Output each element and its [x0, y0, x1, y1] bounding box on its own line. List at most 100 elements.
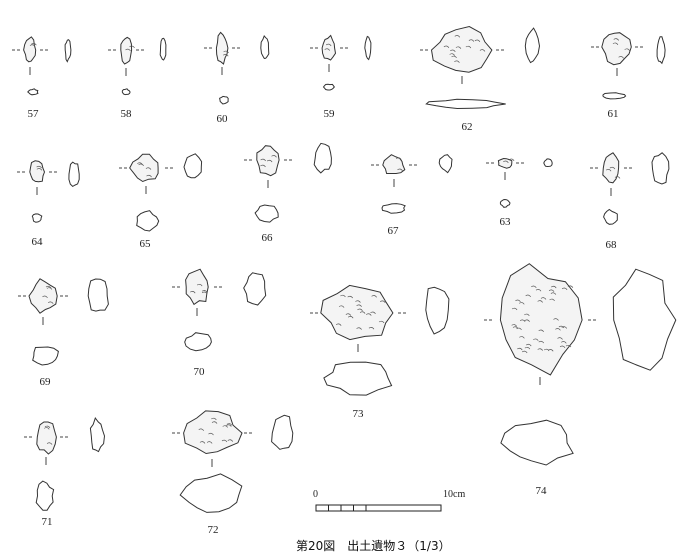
artifact-section-view: [219, 95, 229, 105]
artifact-side-view: [656, 36, 666, 65]
artifact-section-view: [184, 332, 212, 352]
flake-scar-line: [359, 311, 366, 314]
artifact-front-view: [129, 153, 159, 183]
flake-scar-line: [551, 285, 557, 289]
flake-scar-line: [555, 328, 561, 331]
flake-scar-line: [206, 441, 213, 444]
artifact-number: 71: [41, 516, 53, 528]
artifact-number: 61: [607, 108, 619, 120]
flake-scar-line: [549, 298, 555, 302]
flake-scar-line: [538, 340, 545, 344]
artifact-number: 58: [120, 108, 132, 120]
artifact-side-view: [87, 278, 109, 312]
artifact-side-view: [651, 152, 670, 185]
flake-scar-line: [538, 329, 544, 332]
flake-scar-line: [226, 423, 233, 426]
flake-scar-line: [537, 348, 543, 351]
flake-scar-line: [271, 155, 277, 158]
artifact-side-view: [425, 286, 450, 335]
flake-scar-line: [46, 442, 53, 445]
artifact-side-view: [64, 39, 72, 63]
flake-scar-line: [519, 336, 525, 339]
flake-scar-line: [465, 45, 472, 49]
flake-scar-line: [347, 295, 353, 299]
flake-scar-line: [226, 424, 232, 427]
flake-scar-line: [137, 162, 143, 165]
flake-scar-line: [357, 308, 363, 312]
flake-scar-line: [221, 439, 228, 443]
flake-scar-line: [31, 43, 37, 46]
flake-scar-line: [524, 319, 530, 322]
flake-scar-line: [48, 301, 54, 304]
artifact-number: 68: [605, 239, 617, 251]
flake-scar-line: [198, 428, 205, 431]
artifact-front-view: [430, 25, 493, 73]
artifact-number: 57: [27, 108, 39, 120]
flake-scar-line: [260, 158, 266, 162]
flake-scar-line: [519, 319, 526, 322]
flake-scar-line: [503, 160, 509, 164]
artifact-number: 63: [499, 216, 511, 228]
flake-scar-line: [380, 300, 386, 303]
artifact-number: 60: [216, 113, 228, 125]
flake-scar-line: [561, 287, 568, 291]
flake-scar-line: [559, 345, 566, 349]
flake-scar-line: [222, 425, 228, 428]
flake-scar-line: [29, 44, 36, 47]
flake-scar-line: [340, 294, 346, 298]
flake-scar-line: [397, 168, 403, 172]
flake-scar-line: [624, 48, 630, 51]
flake-scar-line: [145, 167, 152, 170]
flake-scar-line: [44, 427, 50, 430]
artifact-front-view: [120, 36, 133, 65]
artifact-section-view: [121, 88, 131, 96]
artifact-side-view: [313, 142, 332, 174]
flake-scar-line: [356, 304, 362, 307]
flake-scar-line: [524, 313, 530, 317]
artifact-number: 64: [31, 236, 43, 248]
flake-scar-line: [227, 439, 234, 442]
artifact-number: 65: [139, 238, 151, 250]
flake-scar-line: [370, 311, 376, 314]
flake-scar-line: [511, 307, 518, 311]
flake-scar-line: [146, 174, 152, 178]
flake-scar-line: [129, 45, 135, 49]
artifact-section-view: [603, 208, 618, 225]
flake-scar-line: [468, 39, 475, 42]
artifact-section-view: [31, 213, 43, 223]
flake-scar-line: [208, 432, 214, 436]
flake-scar-line: [335, 323, 342, 326]
artifact-front-view: [28, 278, 58, 314]
artifact-section-view: [136, 210, 160, 232]
artifact-front-view: [320, 284, 394, 341]
artifact-number: 73: [352, 408, 364, 420]
flake-scar-line: [512, 326, 519, 329]
flake-scar-line: [223, 54, 229, 57]
flake-scar-line: [356, 327, 362, 330]
flake-scar-line: [46, 287, 53, 290]
flake-scar-line: [368, 327, 375, 330]
flake-scar-line: [561, 341, 567, 344]
flake-scar-line: [531, 285, 537, 289]
flake-scar-line: [526, 343, 532, 347]
flake-scar-line: [535, 289, 542, 292]
flake-scar-line: [455, 46, 462, 49]
flake-scar-line: [525, 294, 531, 298]
artifact-number: 74: [535, 485, 547, 497]
flake-scar-line: [515, 299, 521, 303]
artifact-number: 62: [461, 121, 473, 133]
flake-scar-line: [540, 297, 547, 300]
artifact-side-view: [89, 417, 106, 453]
artifact-section-view: [425, 98, 506, 110]
flake-scar-line: [558, 325, 565, 329]
flake-scar-line: [524, 346, 531, 350]
artifact-number: 67: [387, 225, 399, 237]
artifact-side-view: [260, 35, 270, 60]
artifact-number: 66: [261, 232, 273, 244]
flake-scar-line: [454, 35, 461, 38]
flake-scar-line: [553, 318, 559, 321]
flake-scar-line: [479, 49, 486, 52]
artifact-section-view: [499, 198, 511, 208]
flake-scar-line: [614, 176, 621, 179]
